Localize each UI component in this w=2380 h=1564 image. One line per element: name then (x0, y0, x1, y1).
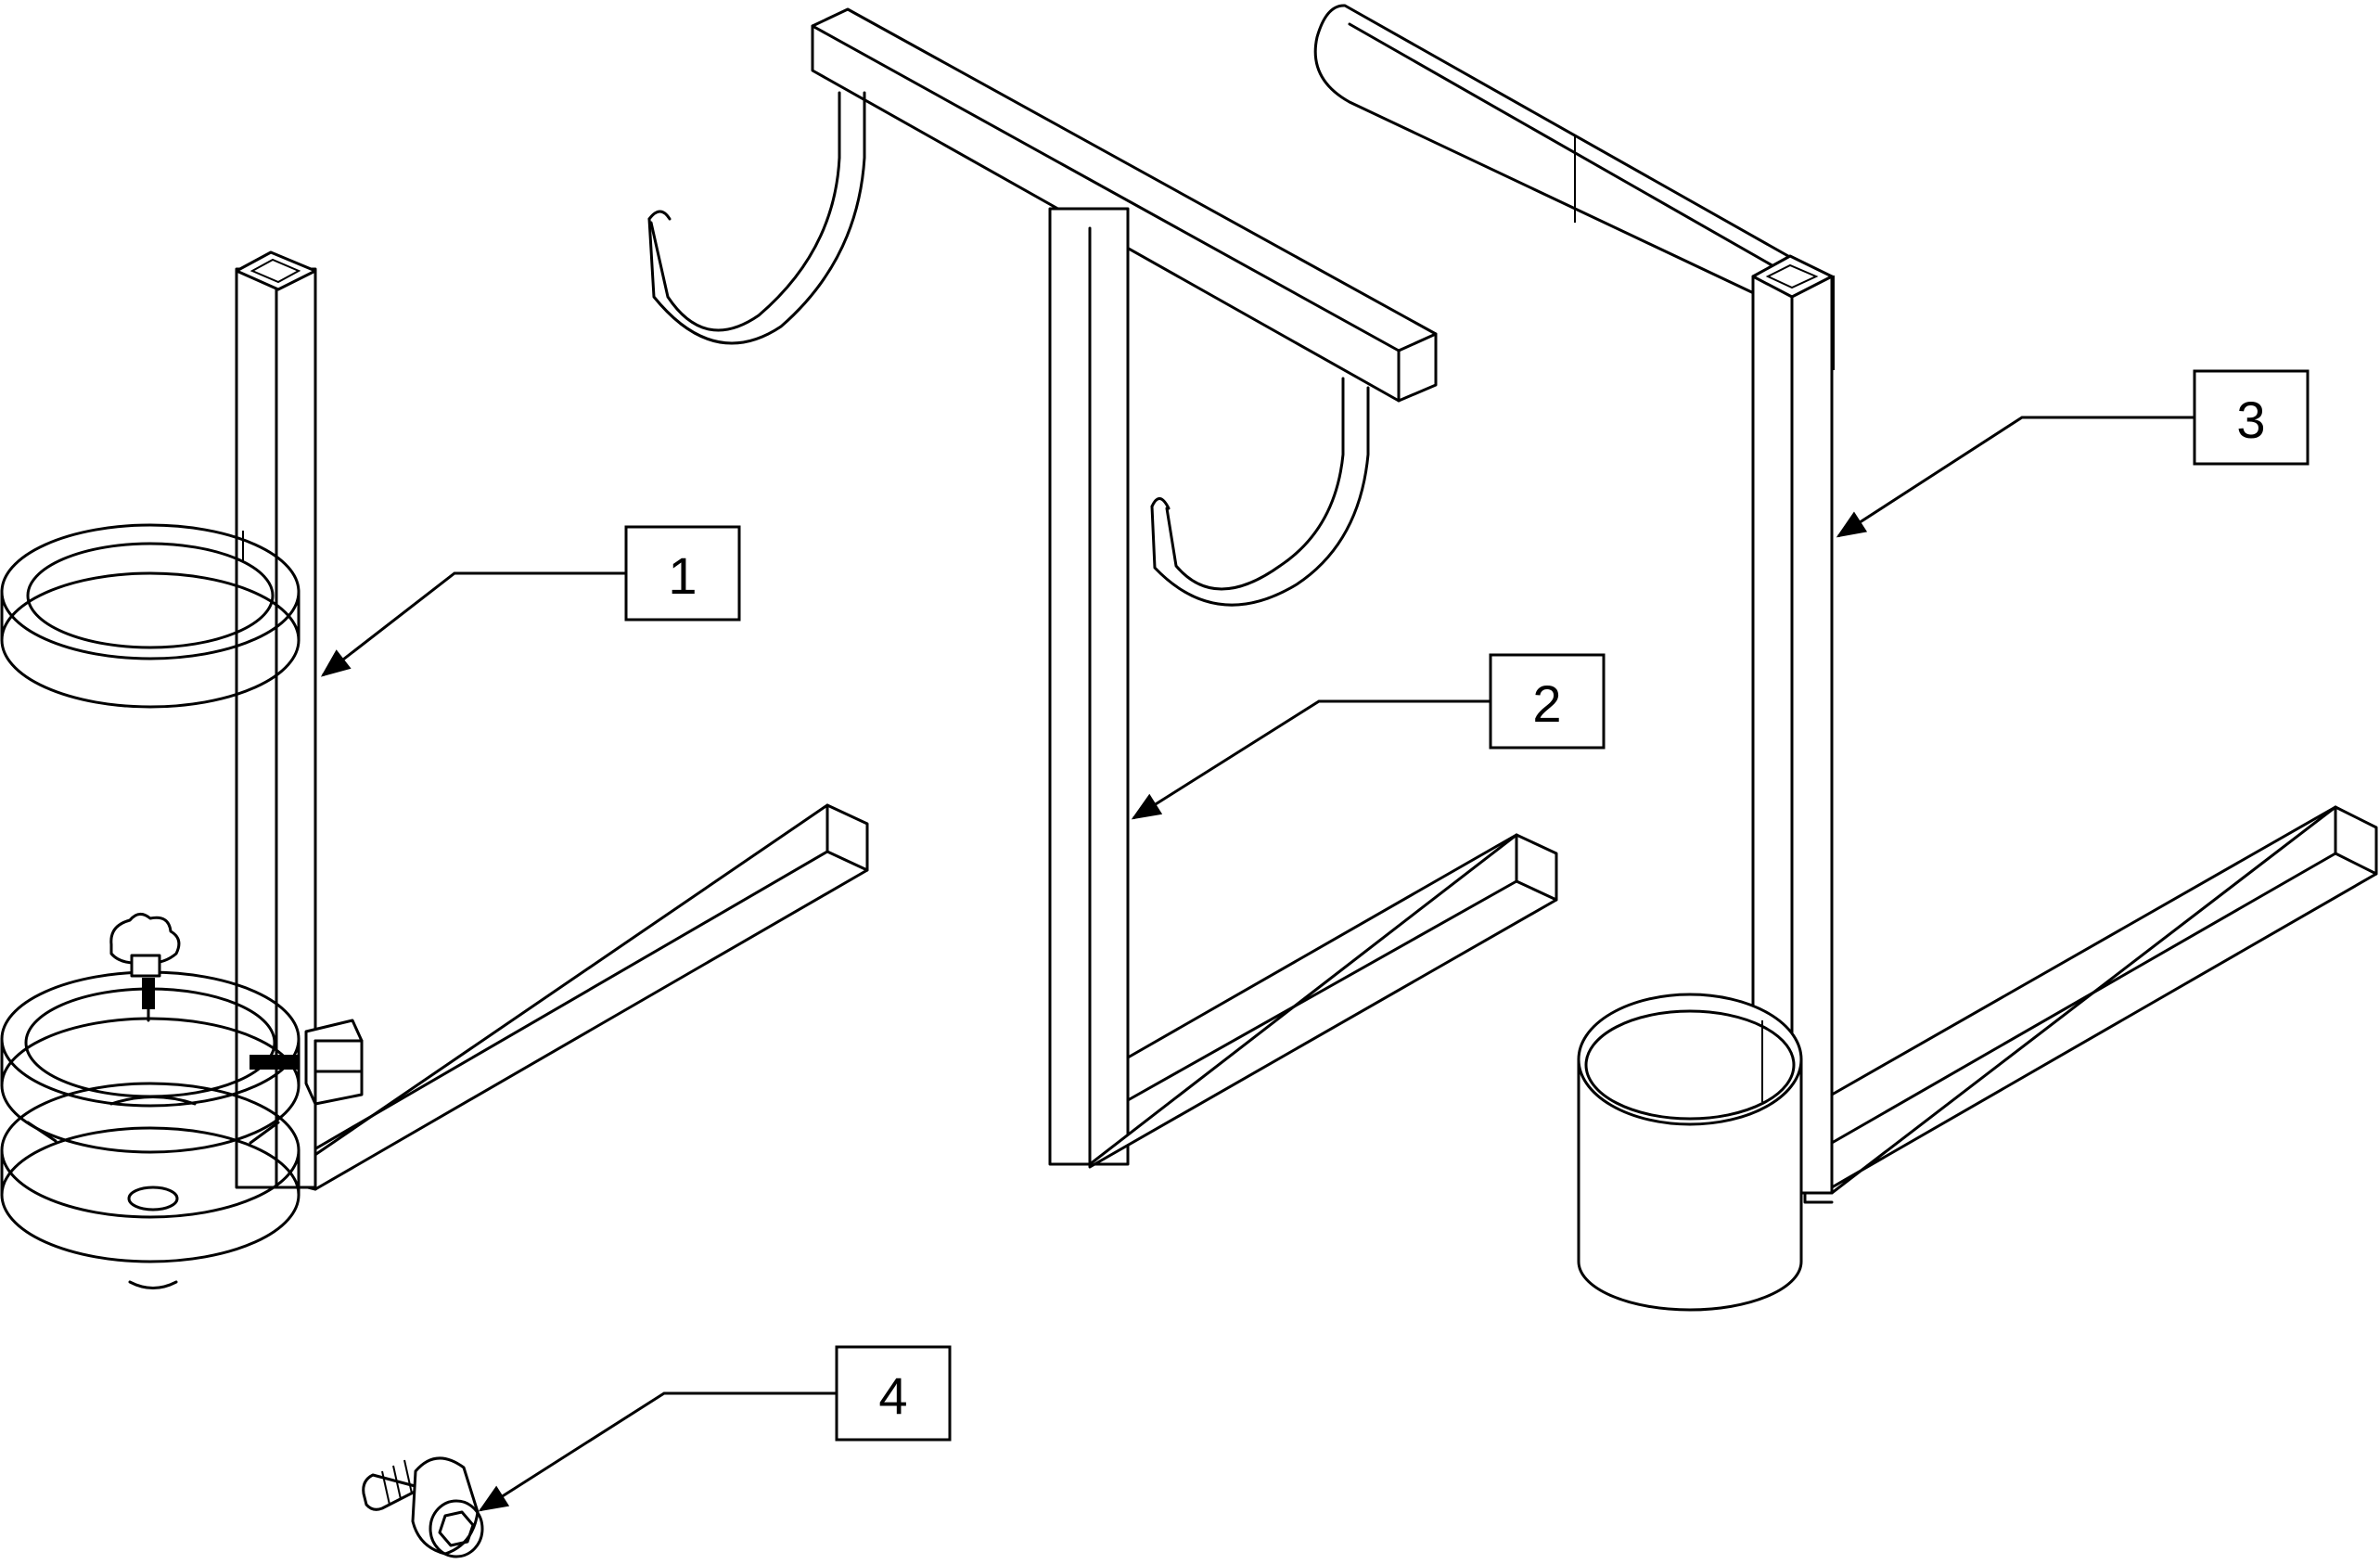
callout-1-label: 1 (668, 546, 697, 605)
part-1-upper-ring (0, 523, 301, 709)
part-2-left-hook (647, 91, 866, 345)
callout-4-label: 4 (878, 1366, 907, 1425)
part-4-cap-screw (362, 1456, 484, 1558)
callout-2-box (1489, 653, 1606, 750)
callout-3-label: 3 (2236, 391, 2265, 449)
callout-1: 1 (320, 525, 741, 677)
part-2-hook-frame (647, 7, 1558, 1169)
part-3-top-bar (1313, 4, 1835, 370)
part-3-cup-frame (1313, 4, 2378, 1312)
callout-3-box (2193, 369, 2310, 466)
part-3-foot-bar (1803, 805, 2378, 1204)
part-2-top-bar (811, 7, 1438, 403)
part-1-star-knob (109, 913, 181, 1022)
part-1-cylinder-holder (0, 250, 869, 1289)
callout-3: 3 (1836, 369, 2310, 538)
part-2-foot-bar (1088, 833, 1558, 1169)
callout-2: 2 (1131, 653, 1606, 820)
part-3-cup (1577, 993, 1803, 1312)
callout-4-box (835, 1345, 952, 1442)
part-1-post (235, 250, 317, 1189)
part-1-side-clamp (250, 1019, 364, 1106)
callout-4: 4 (478, 1345, 952, 1512)
part-2-right-hook (1150, 377, 1370, 607)
part-1-lower-ring (0, 970, 301, 1289)
callout-1-box (624, 525, 741, 622)
part-2-post (1048, 207, 1130, 1166)
part-1-base-bar (276, 803, 869, 1191)
callout-2-label: 2 (1532, 674, 1561, 733)
